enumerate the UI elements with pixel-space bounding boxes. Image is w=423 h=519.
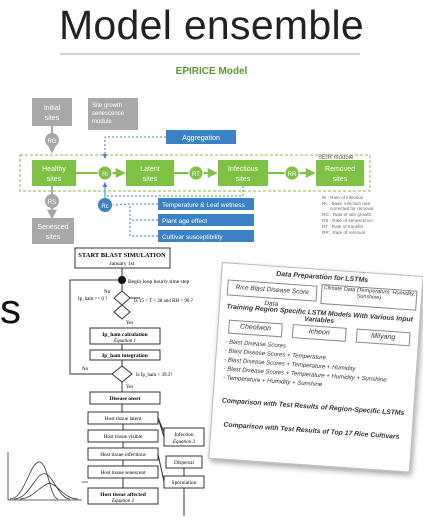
svg-text:Is 15 < T < 28 and RH > 90 ?: Is 15 < T < 28 and RH > 90 ?: [134, 299, 194, 304]
factor-cultivar-box: [158, 230, 254, 242]
svg-text:Yes: Yes: [126, 385, 133, 390]
infectious-sites-box: [218, 160, 268, 186]
aggregation-label: Aggregation: [182, 135, 220, 142]
svg-text:sites: sites: [236, 176, 251, 183]
svg-text:sites: sites: [143, 176, 158, 183]
svg-text:Disease onset: Disease onset: [109, 396, 140, 402]
svg-text:sites: sites: [333, 176, 348, 183]
temp-check-diamond: [113, 304, 131, 320]
threshold-diamond: [111, 365, 133, 383]
svg-text:Removed: Removed: [325, 166, 355, 173]
removed-sites-box: [316, 160, 364, 186]
svg-text:Sporulation: Sporulation: [172, 480, 197, 486]
rc-node: [98, 198, 112, 212]
disease-onset-box: [89, 391, 161, 405]
seir-module-label: SEIR module: [318, 155, 354, 161]
svg-text:RT : Rate of transfer: RT : Rate of transfer: [322, 224, 364, 229]
svg-text:RS: RS: [48, 200, 56, 206]
start-label: START BLAST SIMULATION: [78, 252, 166, 259]
ip-calc-box: [89, 327, 161, 345]
senesced-sites-box: [32, 218, 74, 244]
svg-text:module: module: [92, 119, 112, 125]
svg-text:Ip_ham integration: Ip_ham integration: [102, 353, 148, 359]
cultivar-comparison-heading: Comparison with Test Results of Top 17 R…: [223, 421, 400, 441]
svg-text:Ri : Rate of infection: Ri : Rate of infection: [322, 195, 364, 200]
region-comparison-heading: Comparison with Test Results of Region-S…: [221, 397, 405, 418]
svg-text:corrected for removal: corrected for removal: [330, 206, 373, 211]
svg-text:Host tissue latent: Host tissue latent: [105, 416, 142, 422]
rs-node: [45, 194, 59, 208]
rr-node: [284, 165, 300, 181]
ip-check-diamond: [113, 290, 131, 306]
svg-text:No: No: [82, 367, 89, 372]
epirice-title: EPIRICE Model: [175, 66, 248, 77]
svg-text:RG: RG: [48, 139, 57, 145]
svg-text:RT: RT: [192, 172, 200, 178]
svg-text:Equation 1: Equation 1: [113, 339, 136, 344]
factor-temperature-box: [158, 198, 254, 210]
svg-text:Ri: Ri: [102, 172, 108, 178]
svg-text:Equation 3: Equation 3: [172, 440, 196, 445]
rg-node: [45, 133, 59, 147]
svg-text:Temperature & Leaf wetness: Temperature & Leaf wetness: [162, 202, 245, 209]
svg-text:Rc: Rc: [101, 204, 108, 210]
svg-text:Cultivar susceptibility: Cultivar susceptibility: [162, 234, 223, 241]
lesion-curve-inset: [7, 452, 88, 501]
climate-data-box: Climate Data (Temperature, Humidity, Sun…: [320, 284, 418, 311]
svg-text:senescence: senescence: [92, 111, 125, 117]
ri-node: [97, 165, 113, 181]
begin-loop-label: Begin loop hourly time step: [128, 279, 190, 285]
region-milyang-box: Milyang: [355, 328, 411, 347]
svg-text:RS : Rate of senescence: RS : Rate of senescence: [322, 218, 373, 223]
svg-text:Ip_ham calculation: Ip_ham calculation: [102, 332, 147, 338]
svg-text:sites: sites: [47, 176, 62, 183]
site-growth-label: Site growth: [92, 103, 122, 109]
disease-score-data-box: Rice Blast Disease Score Data: [226, 279, 318, 308]
initial-sites-label: Initial: [44, 105, 61, 112]
svg-text:RR : Rate of removal: RR : Rate of removal: [322, 230, 365, 235]
svg-text:Senesced: Senesced: [37, 224, 68, 231]
svg-text:Rc : Basic infection rate: Rc : Basic infection rate: [322, 201, 371, 206]
cropped-letter: s: [0, 285, 21, 332]
svg-text:Infectious: Infectious: [228, 166, 258, 173]
svg-text:Host tissue senescent: Host tissue senescent: [100, 470, 146, 476]
svg-text:RG : Rate of site growth: RG : Rate of site growth: [322, 212, 371, 217]
svg-text:sites: sites: [45, 115, 60, 122]
svg-text:Dispersal: Dispersal: [174, 460, 195, 466]
svg-text:Equation 2: Equation 2: [111, 499, 135, 504]
healthy-sites-box: [32, 160, 76, 186]
title-divider: [60, 53, 360, 55]
svg-text:January 1st: January 1st: [110, 261, 135, 267]
rate-legend: Ri : Rate of infection Rc : Basic infect…: [322, 195, 373, 235]
svg-text:Ip_ham >= 0 ?: Ip_ham >= 0 ?: [78, 297, 108, 302]
rt-node: [188, 165, 204, 181]
initial-sites-box: [32, 98, 72, 126]
region-cheolwon-box: Cheolwon: [228, 319, 283, 338]
svg-text:Plant age effect: Plant age effect: [162, 218, 207, 225]
ip-integration-box: [89, 349, 161, 361]
svg-text:sites: sites: [46, 234, 61, 241]
svg-text:No: No: [104, 290, 111, 295]
svg-text:Host tissue infectious: Host tissue infectious: [100, 451, 146, 458]
loop-node: [118, 276, 126, 284]
seir-module-frame: [19, 154, 371, 192]
factor-plant-age-box: [158, 214, 254, 226]
svg-text:Infection: Infection: [174, 431, 193, 438]
lstm-pipeline-sheet: Data Preparation for LSTMs Rice Blast Di…: [208, 262, 423, 473]
svg-text:Host tissue visible: Host tissue visible: [104, 434, 143, 440]
region-icheon-box: Icheon: [291, 324, 347, 342]
svg-text:RR: RR: [288, 172, 297, 178]
slide-title: Model ensemble: [58, 2, 365, 48]
aggregation-box: [166, 130, 236, 144]
svg-text:Healthy: Healthy: [42, 166, 66, 173]
epirice-diagram: Initial sites Site growth senescence mod…: [19, 98, 373, 244]
latent-sites-box: [126, 160, 174, 186]
svg-text:Is Ip_ham > 39.3?: Is Ip_ham > 39.3?: [136, 373, 173, 378]
svg-text:Yes: Yes: [126, 321, 133, 326]
site-growth-box: [88, 98, 138, 130]
svg-text:Host tissue affected: Host tissue affected: [100, 492, 146, 498]
svg-text:Latent: Latent: [140, 166, 160, 173]
